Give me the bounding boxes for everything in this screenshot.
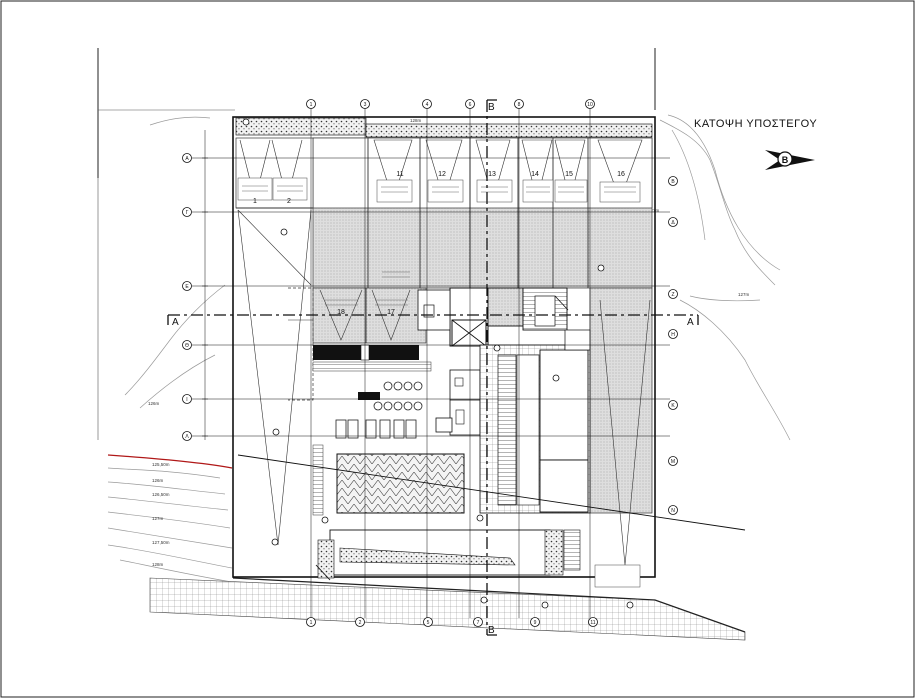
- svg-text:12: 12: [438, 171, 446, 178]
- svg-text:16: 16: [617, 171, 625, 178]
- svg-text:125,50m: 125,50m: [152, 462, 170, 467]
- svg-text:2: 2: [287, 198, 291, 205]
- svg-text:8: 8: [518, 102, 521, 108]
- level-markers: [242, 118, 634, 609]
- svg-text:1: 1: [253, 198, 257, 205]
- svg-text:18: 18: [337, 309, 345, 316]
- svg-text:Μ: Μ: [671, 459, 675, 465]
- svg-text:A: A: [172, 317, 179, 328]
- contour-labels: 128m 127m 127m 126m 125,50m 126m 126,50m…: [148, 118, 750, 567]
- pool-deck: [336, 453, 465, 514]
- svg-text:Ε: Ε: [185, 284, 189, 290]
- svg-text:Κ: Κ: [671, 403, 675, 409]
- grid-bubbles-left: [182, 153, 192, 441]
- svg-text:13: 13: [488, 171, 496, 178]
- svg-text:Δ: Δ: [671, 220, 675, 226]
- svg-text:Α: Α: [185, 156, 189, 162]
- svg-text:15: 15: [565, 171, 573, 178]
- svg-text:4: 4: [426, 102, 429, 108]
- svg-text:128m: 128m: [152, 562, 164, 567]
- grid-bubbles-top: [306, 99, 595, 109]
- svg-text:2: 2: [359, 620, 362, 626]
- svg-text:10: 10: [587, 102, 593, 108]
- svg-text:B: B: [488, 102, 495, 113]
- svg-text:128m: 128m: [410, 118, 422, 123]
- svg-text:6: 6: [469, 102, 472, 108]
- svg-text:9: 9: [534, 620, 537, 626]
- svg-text:Λ: Λ: [185, 434, 189, 440]
- svg-text:B: B: [488, 625, 495, 636]
- section-labels: A A B B: [172, 102, 694, 636]
- svg-text:Γ: Γ: [186, 210, 189, 216]
- svg-text:127,50m: 127,50m: [152, 540, 170, 545]
- grid-bubbles-bottom: [306, 617, 598, 627]
- drawing-title: ΚΑΤΟΨΗ ΥΠΟΣΤΕΓΟΥ: [694, 118, 818, 130]
- parking-space-numbers: 1 2 11 12 13 14 15 16 17 18: [253, 171, 625, 316]
- svg-text:1: 1: [310, 102, 313, 108]
- svg-text:Ζ: Ζ: [671, 292, 674, 298]
- contour-lines: [107, 114, 791, 583]
- north-arrow: B: [765, 150, 815, 170]
- svg-text:127m: 127m: [648, 208, 660, 213]
- svg-text:7: 7: [477, 620, 480, 626]
- svg-text:11: 11: [396, 171, 403, 178]
- svg-text:17: 17: [387, 309, 395, 316]
- svg-text:A: A: [687, 317, 694, 328]
- svg-text:11: 11: [590, 620, 595, 626]
- svg-text:126m: 126m: [152, 478, 164, 483]
- svg-text:3: 3: [364, 102, 367, 108]
- svg-text:Η: Η: [671, 332, 675, 338]
- red-contour: [107, 454, 233, 469]
- svg-text:Θ: Θ: [185, 343, 189, 349]
- svg-text:1: 1: [310, 620, 313, 626]
- svg-text:Ι: Ι: [186, 397, 187, 403]
- svg-text:126m: 126m: [148, 401, 160, 406]
- svg-text:Β: Β: [671, 179, 675, 185]
- svg-text:126,50m: 126,50m: [152, 492, 170, 497]
- svg-text:127m: 127m: [738, 292, 750, 297]
- svg-text:14: 14: [531, 171, 539, 178]
- svg-text:127m: 127m: [152, 516, 164, 521]
- svg-text:Ν: Ν: [671, 508, 675, 514]
- building-outline: [232, 116, 656, 578]
- grid-bubbles-right: [668, 176, 678, 515]
- svg-text:B: B: [782, 155, 789, 165]
- svg-text:5: 5: [427, 620, 430, 626]
